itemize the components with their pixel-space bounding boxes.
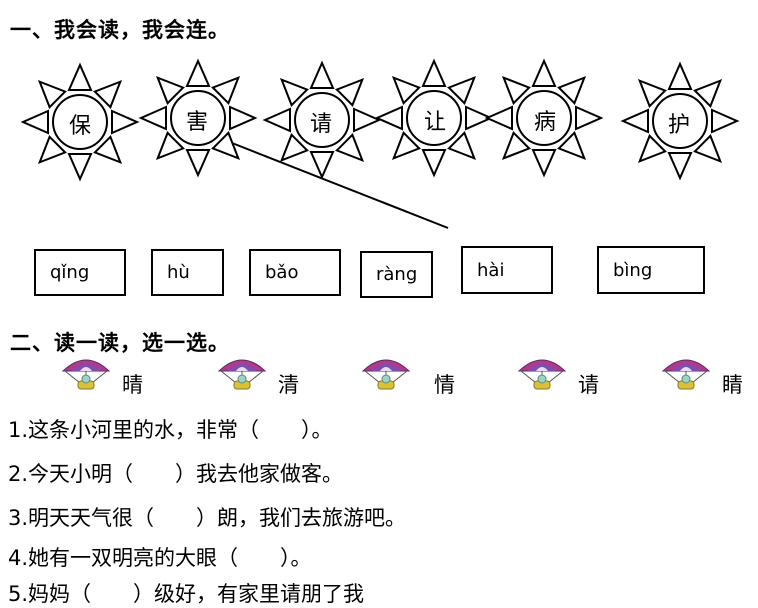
sun-ray xyxy=(138,105,167,131)
sun-circle xyxy=(652,93,708,149)
sun-ray xyxy=(667,61,693,90)
sun-ray xyxy=(211,75,241,105)
sun-ray xyxy=(620,108,649,134)
sun-ray xyxy=(67,153,93,182)
pinyin-text: bìng xyxy=(613,259,653,281)
sun-ray xyxy=(391,75,421,105)
sun-ray xyxy=(185,58,211,87)
pinyin-box-1[interactable]: qǐng xyxy=(34,249,126,296)
parachute-icon xyxy=(61,359,111,390)
sun-ray xyxy=(637,134,667,164)
sun-ray xyxy=(335,133,365,163)
sun-ray xyxy=(557,131,587,161)
sun-ray xyxy=(391,131,421,161)
sun-ray xyxy=(111,109,140,135)
question-4: 4.她有一双明亮的大眼（ ）。 xyxy=(8,546,312,570)
pinyin-text: hù xyxy=(167,262,190,283)
sun-ray xyxy=(531,58,557,87)
pinyin-box-5[interactable]: hài xyxy=(461,246,553,294)
sun-char-6: 护 xyxy=(667,113,690,138)
sun-ray xyxy=(465,105,494,131)
question-3: 3.明天天气很（ ）朗，我们去旅游吧。 xyxy=(8,506,407,530)
connecting-line xyxy=(231,142,449,229)
question-2: 2.今天小明（ ）我去他家做客。 xyxy=(8,462,344,486)
sun-ray xyxy=(374,105,403,131)
option-char-3: 情 xyxy=(434,373,455,397)
sun-ray xyxy=(93,79,123,109)
sun-ray xyxy=(93,135,123,165)
sun-ray xyxy=(421,58,447,87)
option-char-1: 晴 xyxy=(122,373,143,397)
pinyin-text: qǐng xyxy=(50,262,90,283)
sun-ray xyxy=(667,152,693,181)
sun-ray xyxy=(185,149,211,178)
sun-ray xyxy=(693,134,723,164)
pinyin-box-2[interactable]: hù xyxy=(151,249,224,296)
sun-ray xyxy=(421,149,447,178)
section2-title: 二、读一读，选一选。 xyxy=(10,331,230,355)
option-char-2: 清 xyxy=(278,373,299,397)
section1-title: 一、我会读，我会连。 xyxy=(10,18,230,42)
sun-ray xyxy=(693,78,723,108)
sun-ray xyxy=(279,133,309,163)
pinyin-text: hài xyxy=(477,259,505,281)
pinyin-text: bǎo xyxy=(265,262,299,283)
sun-circle xyxy=(294,92,350,148)
sun-ray xyxy=(447,75,477,105)
sun-illustrations xyxy=(20,58,740,229)
sun-ray xyxy=(20,109,49,135)
sun-ray xyxy=(353,107,382,133)
sun-ray xyxy=(67,62,93,91)
parachute-icon xyxy=(661,359,711,390)
parachute-icon xyxy=(517,359,567,390)
sun-ray xyxy=(484,105,513,131)
sun-ray xyxy=(37,135,67,165)
sun-circle xyxy=(406,90,462,146)
sun-ray xyxy=(309,151,335,180)
question-1: 1.这条小河里的水，非常（ ）。 xyxy=(8,418,333,442)
sun-ray xyxy=(531,149,557,178)
sun-circle xyxy=(170,90,226,146)
sun-ray xyxy=(229,105,258,131)
sun-ray xyxy=(279,77,309,107)
sun-char-3: 请 xyxy=(309,112,332,137)
sun-ray xyxy=(211,131,241,161)
sun-ray xyxy=(575,105,604,131)
option-char-5: 睛 xyxy=(722,373,743,397)
sun-ray xyxy=(155,131,185,161)
sun-ray xyxy=(37,79,67,109)
sun-ray xyxy=(262,107,291,133)
sun-circle xyxy=(52,94,108,150)
sun-char-1: 保 xyxy=(68,114,91,139)
question-5: 5.妈妈（ ）级好，有家里请朋了我 xyxy=(8,582,365,606)
sun-ray xyxy=(335,77,365,107)
sun-ray xyxy=(155,75,185,105)
sun-ray xyxy=(711,108,740,134)
sun-ray xyxy=(501,131,531,161)
sun-ray xyxy=(309,60,335,89)
pinyin-box-3[interactable]: bǎo xyxy=(249,249,341,296)
parachute-icon xyxy=(361,359,411,390)
sun-ray xyxy=(447,131,477,161)
sun-circle xyxy=(516,90,572,146)
option-char-4: 请 xyxy=(578,373,599,397)
pinyin-text: ràng xyxy=(376,264,418,285)
sun-char-2: 害 xyxy=(185,110,208,135)
sun-ray xyxy=(637,78,667,108)
pinyin-box-6[interactable]: bìng xyxy=(597,246,705,294)
sun-ray xyxy=(557,75,587,105)
parachute-icon xyxy=(217,359,267,390)
sun-char-4: 让 xyxy=(423,110,446,135)
sun-ray xyxy=(501,75,531,105)
sun-char-5: 病 xyxy=(533,110,556,135)
pinyin-box-4[interactable]: ràng xyxy=(360,251,433,298)
